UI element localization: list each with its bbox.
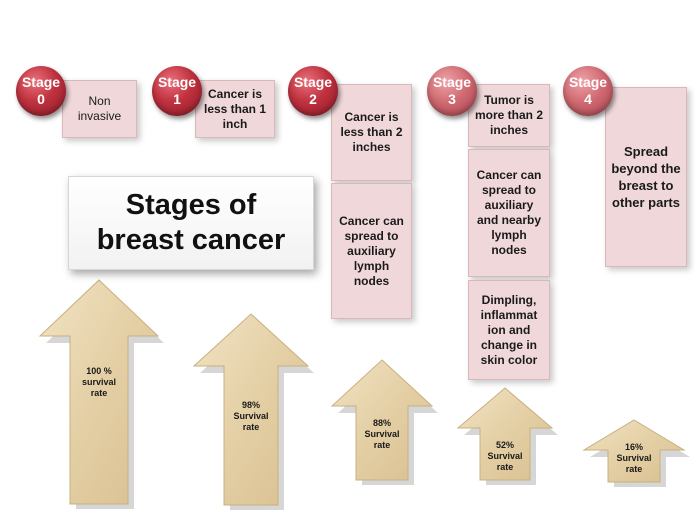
stage-2-survival-label: 88% Survival rate: [330, 418, 434, 451]
stage-1-label: Stage: [157, 74, 197, 90]
stage-1-survival-word: Survival: [233, 411, 269, 421]
stage-0-description-text: Non invasive: [77, 94, 122, 123]
stage-0-number: 0: [37, 91, 45, 107]
stage-3-survival-percent: 52%: [495, 440, 514, 450]
stage-2-label: Stage: [293, 74, 333, 90]
stage-0-survival-percent: 100 %: [86, 366, 112, 376]
arrow-up-icon: [582, 419, 690, 487]
stage-2-survival-word: Survival: [364, 429, 400, 439]
stage-3-rate-word: rate: [496, 462, 514, 472]
stage-4-label: Stage: [568, 74, 608, 90]
stage-1-rate-word: rate: [242, 422, 260, 432]
stage-4-survival-word: Survival: [616, 453, 652, 463]
stage-1-number: 1: [173, 91, 181, 107]
arrow-up-icon: [330, 359, 438, 485]
stage-4-rate-word: rate: [625, 464, 643, 474]
stage-1-badge: Stage 1: [152, 66, 202, 116]
stage-1-survival-percent: 98%: [241, 400, 260, 410]
stage-3-description-1-text: Tumor is more than 2 inches: [474, 93, 543, 137]
stage-4-description-text: Spread beyond the breast to other parts: [611, 144, 681, 210]
title-line-1: Stages of: [125, 189, 257, 221]
stage-1-description: Cancer is less than 1 inch: [195, 80, 275, 138]
stage-0-label: Stage: [21, 74, 61, 90]
stage-0-badge: Stage 0: [16, 66, 66, 116]
stage-0-survival-label: 100 % survival rate: [38, 366, 160, 399]
stage-2-description-1: Cancer is less than 2 inches: [331, 84, 412, 181]
stage-4-survival-percent: 16%: [624, 442, 643, 452]
arrow-up-icon: [456, 387, 558, 485]
diagram-title: Stages of breast cancer: [68, 176, 314, 270]
stage-2-rate-word: rate: [373, 440, 391, 450]
stage-2-badge: Stage 2: [288, 66, 338, 116]
stage-3-label: Stage: [432, 74, 472, 90]
stage-3-description-3: Dimpling, inflammat ion and change in sk…: [468, 280, 550, 380]
stage-3-number: 3: [448, 91, 456, 107]
stage-3-survival-label: 52% Survival rate: [456, 440, 554, 473]
stage-3-description-3-text: Dimpling, inflammat ion and change in sk…: [480, 292, 538, 367]
title-line-2: breast cancer: [96, 224, 286, 256]
stage-2-survival-percent: 88%: [372, 418, 391, 428]
stage-0-description: Non invasive: [62, 80, 137, 138]
stage-2-description-2-text: Cancer can spread to auxiliary lymph nod…: [339, 213, 404, 288]
stage-2-description-2: Cancer can spread to auxiliary lymph nod…: [331, 183, 412, 319]
stage-1-description-text: Cancer is less than 1 inch: [203, 86, 267, 131]
stage-3-description-2: Cancer can spread to auxiliary and nearb…: [468, 149, 550, 277]
stage-4-survival-arrow: 16% Survival rate: [582, 418, 690, 487]
arrow-up-icon: [38, 279, 164, 509]
stage-4-description: Spread beyond the breast to other parts: [605, 87, 687, 267]
stage-3-description-2-text: Cancer can spread to auxiliary and nearb…: [476, 168, 542, 257]
stage-1-survival-label: 98% Survival rate: [192, 400, 310, 433]
stage-3-badge: Stage 3: [427, 66, 477, 116]
arrow-up-icon: [192, 313, 314, 510]
stage-3-description-1: Tumor is more than 2 inches: [468, 84, 550, 147]
stage-2-description-1-text: Cancer is less than 2 inches: [340, 110, 403, 154]
stage-0-rate-word: rate: [90, 388, 108, 398]
stage-0-survival-word: survival: [81, 377, 117, 387]
stage-4-badge: Stage 4: [563, 66, 613, 116]
stage-0-survival-arrow: 100 % survival rate: [38, 278, 164, 510]
stage-1-survival-arrow: 98% Survival rate: [192, 312, 314, 510]
stage-2-survival-arrow: 88% Survival rate: [330, 358, 438, 485]
stage-2-number: 2: [309, 91, 317, 107]
stage-3-survival-word: Survival: [487, 451, 523, 461]
stage-3-survival-arrow: 52% Survival rate: [456, 386, 558, 485]
stage-4-survival-label: 16% Survival rate: [582, 442, 686, 475]
stage-4-number: 4: [584, 91, 592, 107]
